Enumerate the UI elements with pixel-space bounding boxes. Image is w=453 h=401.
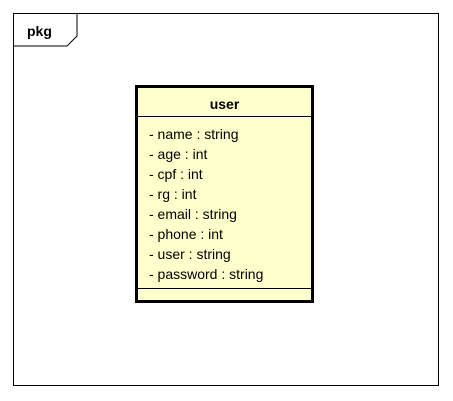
uml-class-user[interactable]: user - name : string - age : int - cpf :… [135,85,314,303]
attribute-cpf: - cpf : int [149,166,203,182]
package-frame: pkg user - name : string - age : int - c… [13,13,439,386]
package-label: pkg [27,23,52,39]
package-tab: pkg [14,14,78,47]
attribute-rg: - rg : int [149,186,197,202]
attribute-list: - name : string - age : int - cpf : int … [149,124,263,284]
attribute-password: - password : string [149,266,264,282]
attribute-age: - age : int [149,146,208,162]
attribute-user: - user : string [149,246,231,262]
attribute-name: - name : string [149,126,239,142]
attribute-email: - email : string [149,206,237,222]
class-name-divider [138,116,311,117]
attribute-phone: - phone : int [149,226,223,242]
package-tab-outline [14,14,78,47]
operations-divider [138,288,311,289]
class-name: user [209,96,240,112]
